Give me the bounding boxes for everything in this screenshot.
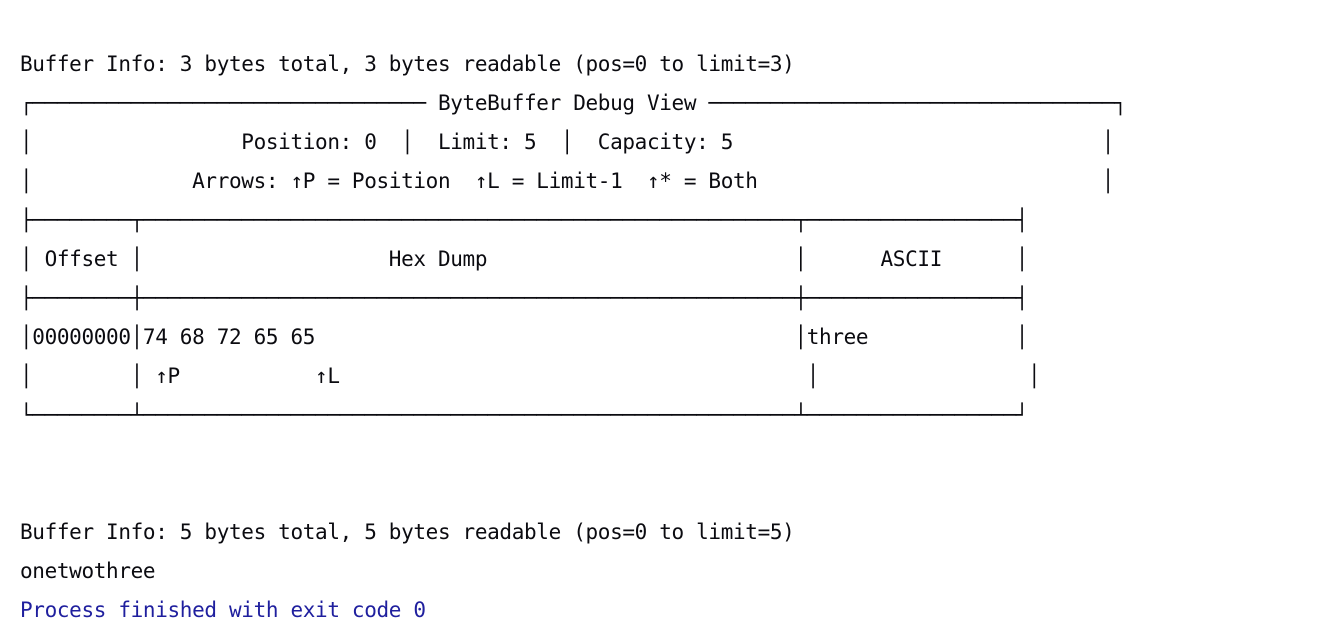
result-line: onetwothree xyxy=(20,559,156,583)
debug-view-header-rule-top: ├────────┬──────────────────────────────… xyxy=(20,208,1029,232)
debug-view-stats-line: │ Position: 0 │ Limit: 5 │ Capacity: 5 │ xyxy=(20,130,1115,154)
process-exit-line: Process finished with exit code 0 xyxy=(20,598,426,622)
debug-view-top-border: ┌──────────────────────────────── ByteBu… xyxy=(20,91,1127,115)
console-output-pane[interactable]: Buffer Info: 3 bytes total, 3 bytes read… xyxy=(20,45,1330,630)
buffer-info-line-1: Buffer Info: 3 bytes total, 3 bytes read… xyxy=(20,52,795,76)
blank-line-1 xyxy=(20,435,1330,474)
debug-view-header-row: │ Offset │ Hex Dump │ ASCII │ xyxy=(20,247,1029,271)
buffer-info-line-2: Buffer Info: 5 bytes total, 5 bytes read… xyxy=(20,520,795,544)
debug-view-legend-line: │ Arrows: ↑P = Position ↑L = Limit-1 ↑* … xyxy=(20,169,1115,193)
debug-view-arrow-row: │ │ ↑P ↑L │ │ xyxy=(20,364,1041,388)
debug-view-data-row: │00000000│74 68 72 65 65 │three │ xyxy=(20,325,1029,349)
debug-view-bottom-rule: └────────┴──────────────────────────────… xyxy=(20,403,1029,427)
blank-line-2 xyxy=(20,474,1330,513)
debug-view-header-rule-bottom: ├────────┼──────────────────────────────… xyxy=(20,286,1029,310)
